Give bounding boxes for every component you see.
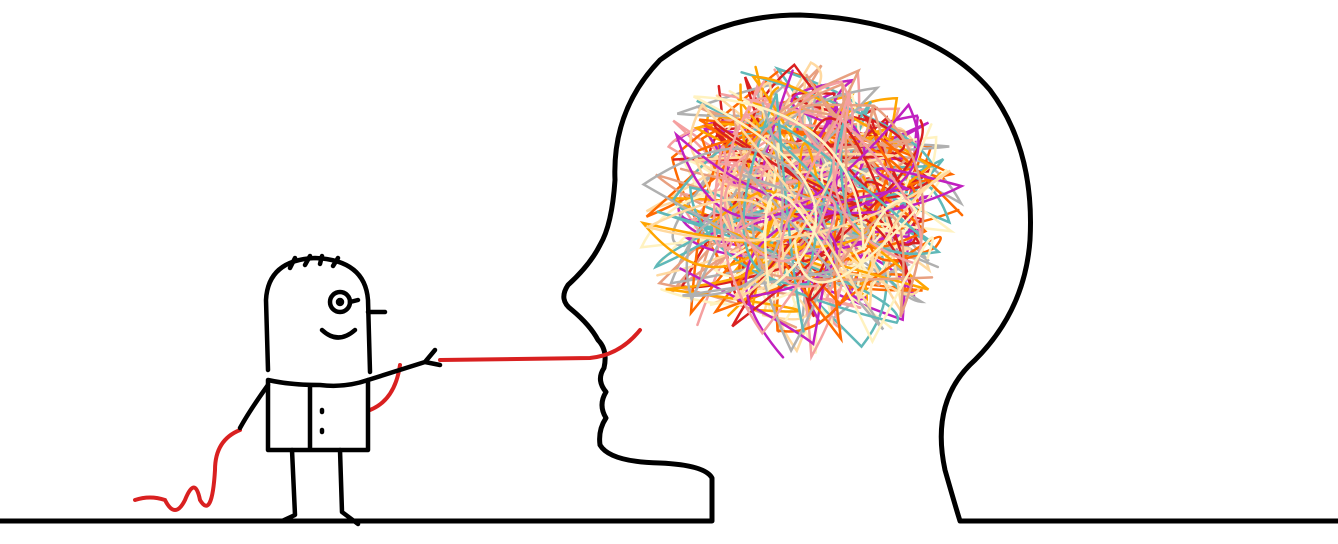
scribble-strand [685,86,940,354]
head-silhouette [0,12,1338,524]
scribble-strand [693,95,934,345]
doctor-legs [279,447,361,527]
scribble-strand [652,185,909,325]
scribble-strand [679,68,914,197]
doctor-smile [319,327,358,340]
doctor-arm-left [237,382,271,431]
scribble-strand [737,82,934,318]
scribble-strand [641,102,870,297]
scribble-strand [713,123,956,278]
doctor-coat [265,377,371,453]
scribble-strand [719,80,923,336]
scribble-strand [656,144,924,329]
doctor-character [237,253,443,527]
scribble-strand [713,117,924,328]
scribble-strand [644,121,952,304]
doctor-arm-right [365,347,443,383]
doctor-head [263,255,373,375]
red-thread [133,328,642,512]
tangled-thoughts-scribble [639,60,966,362]
doctor-hair [287,253,341,271]
